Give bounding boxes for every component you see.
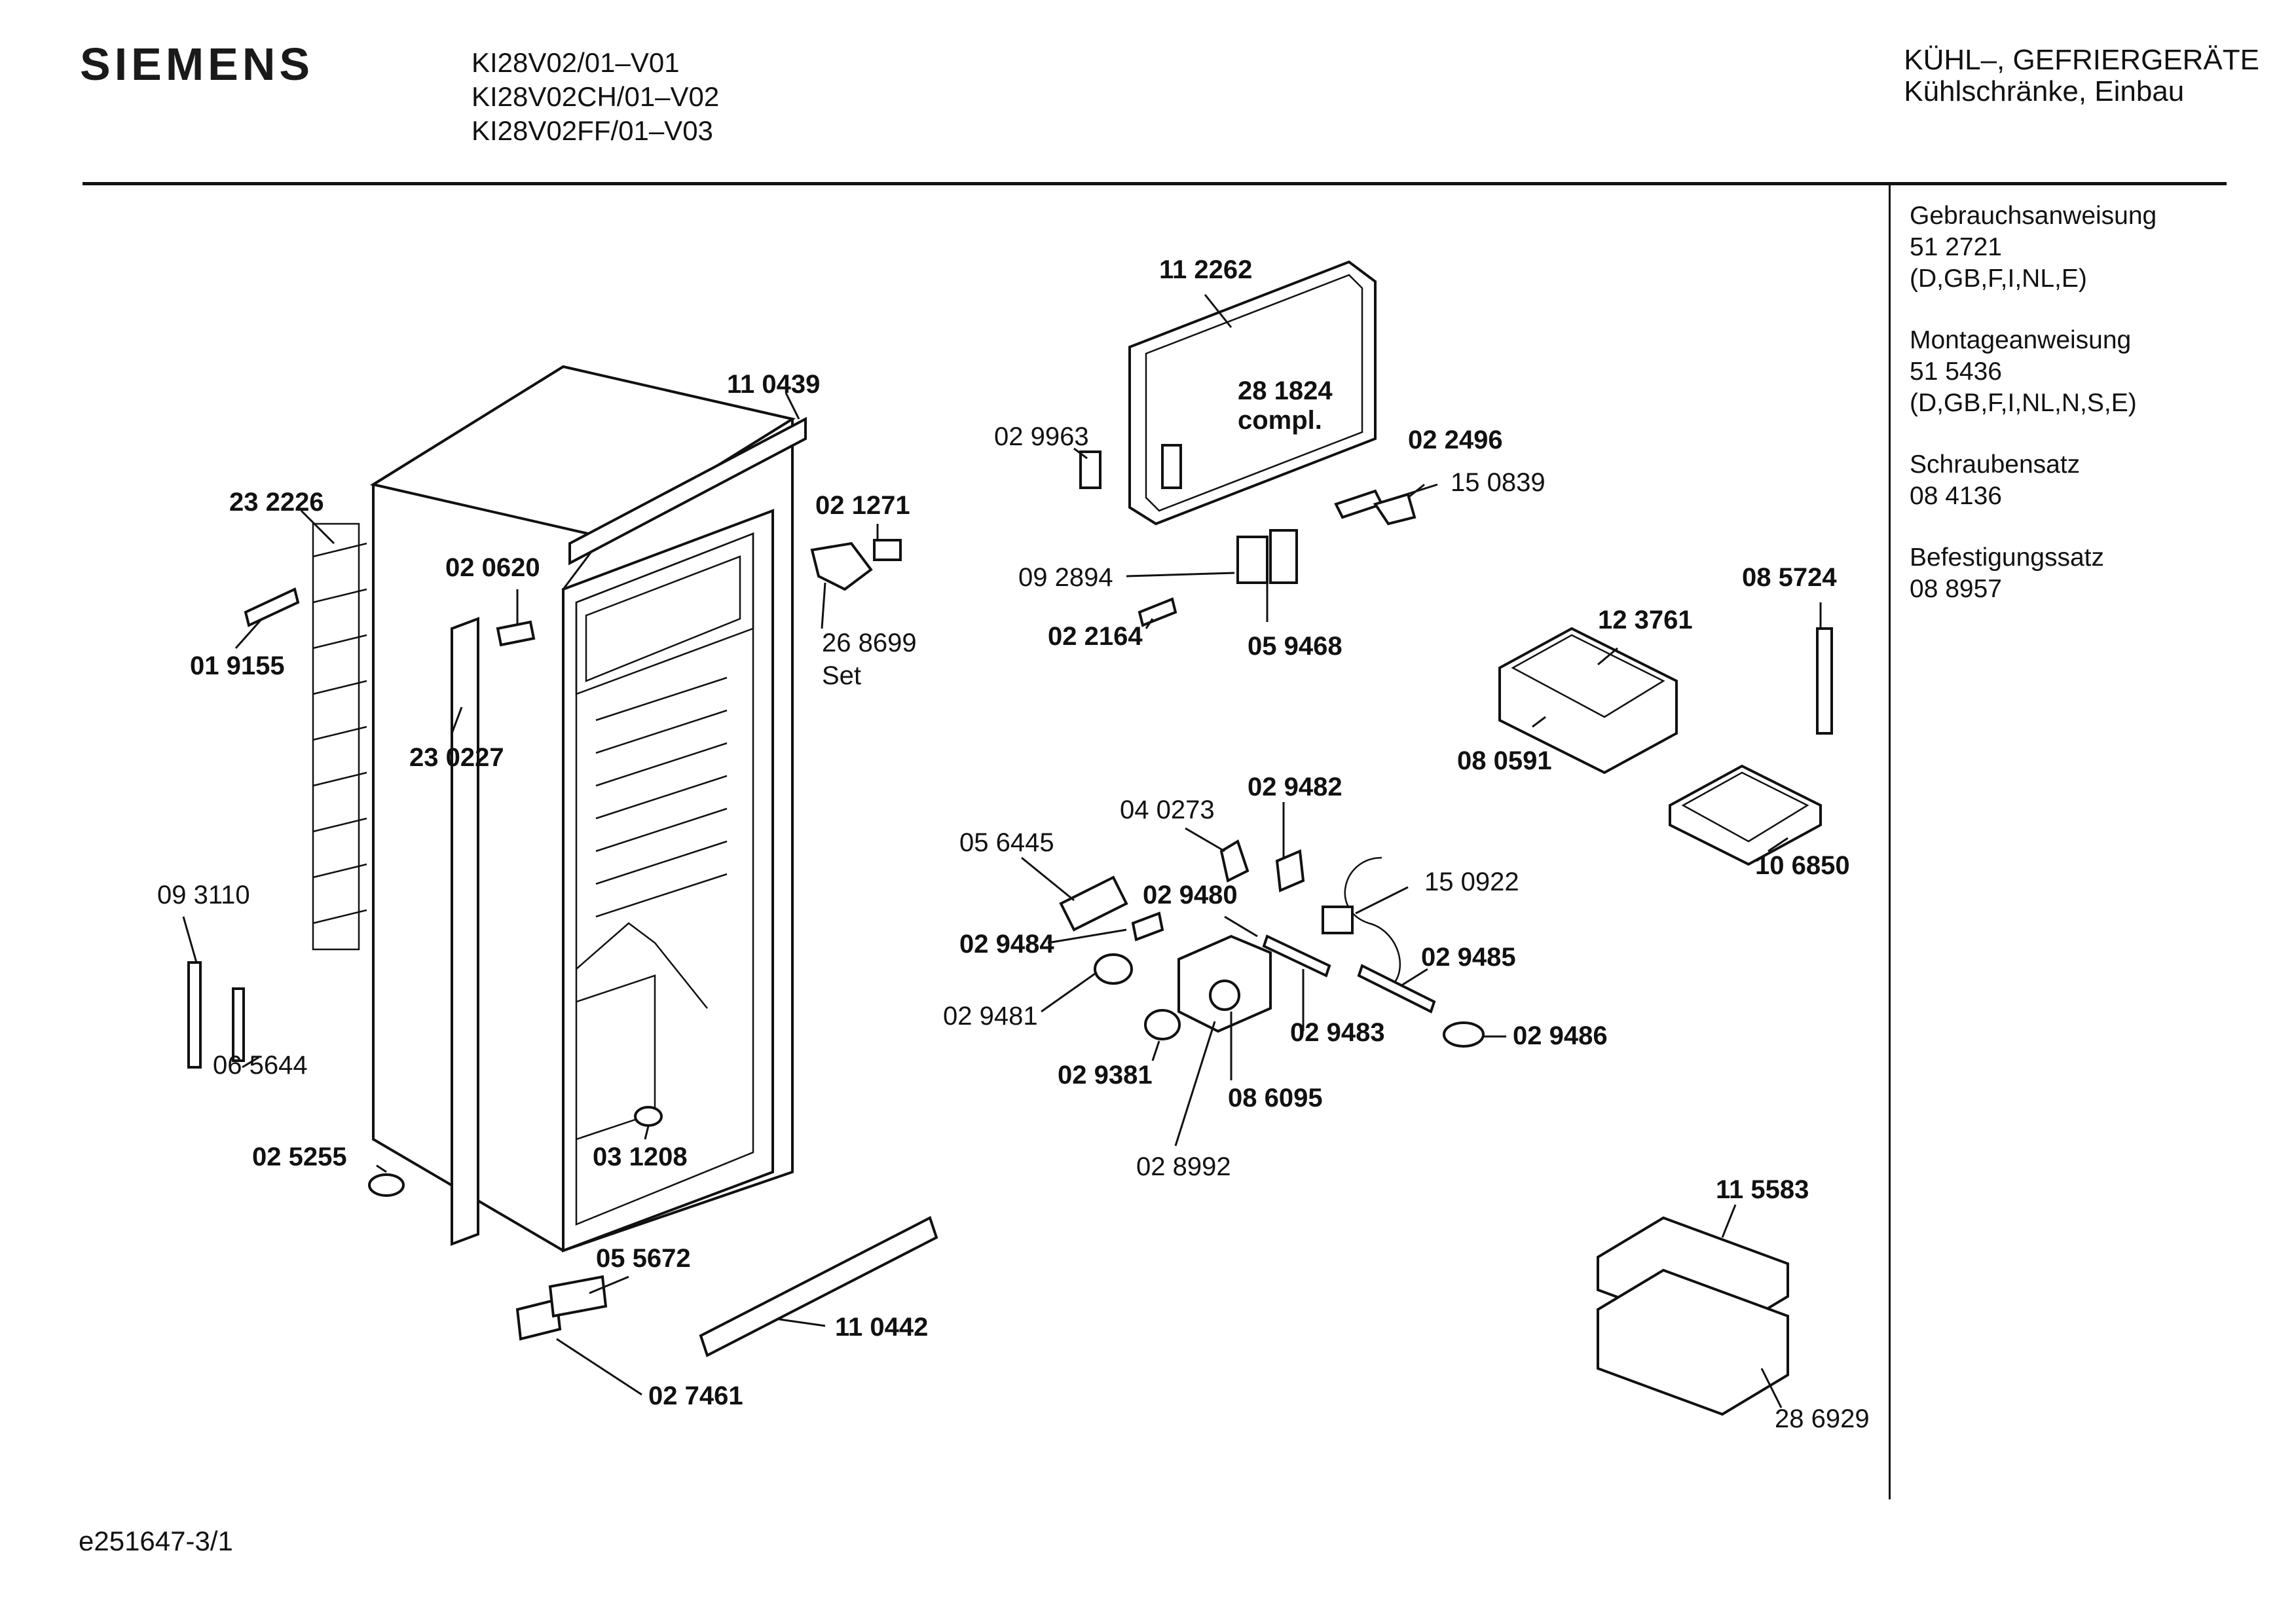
document-number: 08 4136 [1910, 482, 2002, 510]
diagram-code: e251647-3/1 [79, 1526, 233, 1556]
part-label: 03 1208 [593, 1143, 688, 1171]
part-label: 02 2496 [1408, 426, 1503, 454]
part-label: 02 9483 [1290, 1018, 1385, 1047]
part-label: 04 0273 [1120, 796, 1215, 824]
part-label: Set [822, 661, 861, 690]
leader-lines [182, 294, 1822, 1408]
part-label: 06 5644 [213, 1051, 308, 1080]
category-subtitle: Kühlschränke, Einbau [1904, 75, 2185, 107]
part-label: 05 5672 [596, 1244, 691, 1273]
part-label: 02 9486 [1513, 1021, 1608, 1050]
part-label: 02 0620 [445, 553, 540, 582]
ice-tray-drawing [1498, 627, 1833, 866]
part-label: 11 5583 [1716, 1175, 1809, 1204]
part-label: 05 9468 [1248, 632, 1342, 661]
thermostat-drawing [1059, 839, 1485, 1048]
header-divider [83, 182, 2227, 185]
model-number: KI28V02CH/01–V02 [472, 81, 720, 112]
part-label: 09 2894 [1018, 563, 1113, 592]
part-label: 02 9485 [1421, 943, 1516, 972]
part-label: 26 8699 [822, 629, 917, 657]
part-label: compl. [1238, 406, 1322, 435]
part-label: 01 9155 [190, 651, 285, 680]
part-label: 12 3761 [1598, 606, 1693, 634]
part-label: 15 0922 [1424, 868, 1519, 896]
part-label: 05 6445 [959, 828, 1054, 857]
part-label: 11 2262 [1159, 255, 1252, 284]
part-label: 02 8992 [1136, 1152, 1231, 1181]
appliance-category: KÜHL–, GEFRIERGERÄTE Kühlschränke, Einba… [1904, 45, 2259, 107]
sidebar-divider [1889, 183, 1891, 1499]
document-languages: (D,GB,F,I,NL,E) [1910, 265, 2087, 293]
model-number: KI28V02/01–V01 [472, 47, 680, 78]
part-label: 02 7461 [648, 1382, 743, 1410]
model-number: KI28V02FF/01–V03 [472, 115, 713, 146]
part-label: 02 9963 [994, 422, 1089, 451]
document-title: Befestigungssatz [1910, 543, 2105, 572]
document-number: 51 2721 [1910, 233, 2002, 261]
shelf-tray-drawing [1597, 1216, 1789, 1416]
part-label: 02 9381 [1058, 1061, 1153, 1090]
document-entry: Montageanweisung 51 5436 (D,GB,F,I,NL,N,… [1910, 325, 2157, 419]
document-entry: Gebrauchsanweisung 51 2721 (D,GB,F,I,NL,… [1910, 200, 2157, 295]
part-label: 08 6095 [1228, 1084, 1323, 1112]
part-label: 02 1271 [815, 491, 910, 520]
part-labels: 11 0439 23 2226 02 0620 01 9155 23 0227 … [157, 255, 1870, 1433]
part-label: 23 2226 [229, 488, 324, 517]
part-label: 08 0591 [1457, 746, 1552, 775]
part-label: 02 9482 [1248, 773, 1342, 801]
part-label: 10 6850 [1755, 851, 1850, 880]
part-label: 09 3110 [157, 881, 250, 909]
part-label: 02 9481 [943, 1002, 1038, 1031]
part-label: 15 0839 [1451, 468, 1546, 497]
document-title: Gebrauchsanweisung [1910, 202, 2157, 230]
part-label: 28 1824 [1238, 376, 1333, 405]
part-label: 28 6929 [1775, 1404, 1870, 1433]
document-title: Schraubensatz [1910, 450, 2081, 479]
document-entry: Schraubensatz 08 4136 [1910, 449, 2157, 512]
part-label: 11 0439 [727, 370, 820, 399]
document-languages: (D,GB,F,I,NL,N,S,E) [1910, 389, 2137, 417]
document-number: 51 5436 [1910, 357, 2002, 386]
part-label: 02 9484 [959, 930, 1054, 959]
model-list: KI28V02/01–V01 KI28V02CH/01–V02 KI28V02F… [472, 46, 719, 148]
document-entry: Befestigungssatz 08 8957 [1910, 542, 2157, 605]
part-label: 11 0442 [835, 1313, 928, 1342]
brand-logo: SIEMENS [80, 39, 314, 90]
part-label: 23 0227 [409, 743, 504, 772]
category-title: KÜHL–, GEFRIERGERÄTE [1904, 44, 2259, 76]
part-label: 02 9480 [1143, 881, 1238, 909]
freezer-door-drawing [1079, 260, 1416, 627]
document-title: Montageanweisung [1910, 326, 2132, 354]
part-label: 02 5255 [252, 1143, 347, 1171]
cabinet-drawing [187, 365, 938, 1357]
document-number: 08 8957 [1910, 575, 2002, 603]
part-label: 02 2164 [1048, 622, 1143, 651]
part-label: 08 5724 [1742, 563, 1837, 592]
document-sidebar: Gebrauchsanweisung 51 2721 (D,GB,F,I,NL,… [1910, 200, 2157, 635]
